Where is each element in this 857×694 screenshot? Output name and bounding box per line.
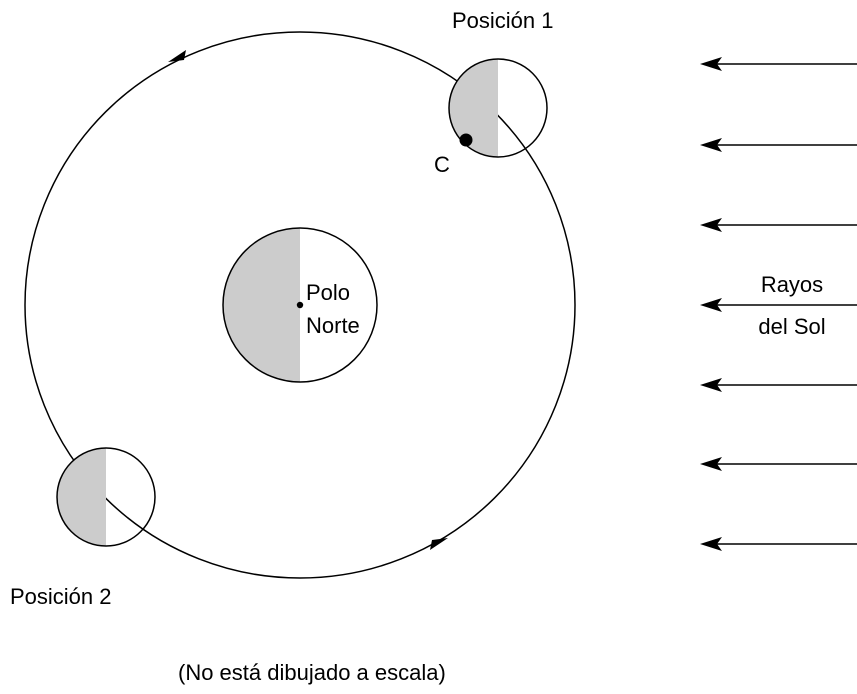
north-pole-dot: [296, 301, 304, 309]
sun-ray: [700, 57, 857, 71]
sun-rays: [700, 57, 857, 551]
moon-orbit: [24, 31, 576, 579]
orbit-arrow-bottom: [430, 538, 448, 550]
moon-2-outline: [56, 447, 156, 547]
earth: [222, 227, 378, 383]
moon-position-2: [56, 447, 156, 547]
sun-ray: [700, 378, 857, 392]
orbit-arrow-top: [168, 50, 186, 62]
moon-2-night-side: [57, 448, 106, 546]
earth-night-side: [223, 228, 300, 382]
moon-1-outline: [448, 58, 548, 158]
scale-note: (No está dibujado a escala): [178, 660, 446, 685]
moon-position-1: [448, 58, 548, 158]
sun-ray: [700, 218, 857, 232]
sun-rays-label-line1: Rayos: [761, 272, 823, 297]
north-pole-label-line1: Polo: [306, 280, 350, 305]
north-pole-label-line2: Norte: [306, 313, 360, 338]
sun-ray: [700, 298, 857, 312]
position-1-label: Posición 1: [452, 8, 554, 33]
moon-1-night-side: [449, 59, 498, 157]
point-c-label: C: [434, 152, 450, 177]
earth-outline: [222, 227, 378, 383]
position-2-label: Posición 2: [10, 584, 112, 609]
sun-rays-label-line2: del Sol: [758, 314, 825, 339]
sun-ray: [700, 138, 857, 152]
sun-ray: [700, 537, 857, 551]
point-c-dot: [459, 133, 473, 147]
sun-ray: [700, 457, 857, 471]
